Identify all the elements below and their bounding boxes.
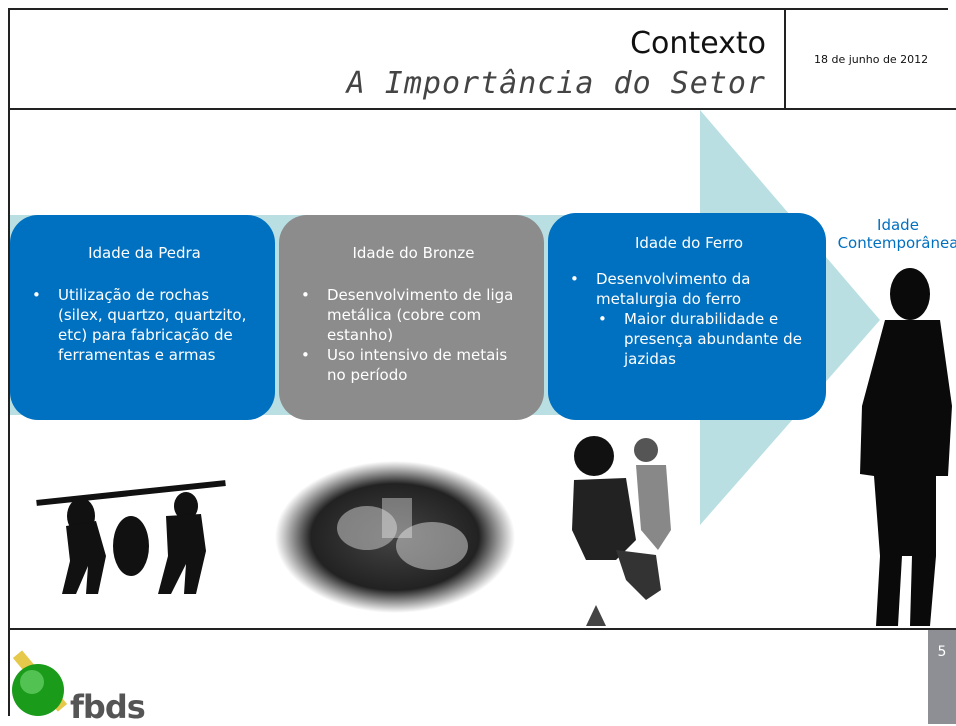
bronze-age-title: Idade do Bronze — [352, 244, 475, 262]
bronze-age-bullet-2: Uso intensivo de metais no período — [301, 345, 526, 385]
contemporary-man-silhouette-image — [860, 268, 952, 626]
iron-age-box: Idade do Ferro Desenvolvimento da metalu… — [548, 213, 826, 420]
footer-divider — [10, 628, 956, 630]
cavemen-silhouette-image — [36, 480, 226, 594]
stone-age-box: Idade da Pedra Utilização de rochas (sil… — [10, 215, 275, 420]
iron-age-title: Idade do Ferro — [634, 234, 744, 252]
page-subtitle: A Importância do Setor — [346, 66, 766, 101]
slide-date: 18 de junho de 2012 — [814, 53, 929, 66]
bronze-age-bullet-1: Desenvolvimento de liga metálica (cobre … — [301, 285, 526, 345]
bronze-age-engraving-image — [275, 461, 515, 613]
fbds-logo-icon — [12, 650, 68, 716]
iron-age-engraving-image — [566, 430, 678, 626]
header-divider — [10, 108, 956, 110]
stone-age-title: Idade da Pedra — [88, 244, 201, 262]
page-title: Contexto — [630, 26, 766, 61]
contemporary-age-label: Idade Contemporânea — [837, 216, 956, 252]
iron-age-sub-bullet: Maior durabilidade e presença abundante … — [598, 309, 808, 369]
bronze-age-box: Idade do Bronze Desenvolvimento de liga … — [279, 215, 544, 420]
iron-age-bullet: Desenvolvimento da metalurgia do ferro M… — [570, 269, 808, 369]
iron-age-bullet-text: Desenvolvimento da metalurgia do ferro — [596, 270, 751, 308]
date-divider — [784, 10, 786, 108]
slide-frame — [8, 8, 948, 716]
page-number-badge: 5 — [928, 630, 956, 724]
stone-age-bullet: Utilização de rochas (silex, quartzo, qu… — [32, 285, 257, 365]
logo-text: fbds — [70, 688, 146, 726]
